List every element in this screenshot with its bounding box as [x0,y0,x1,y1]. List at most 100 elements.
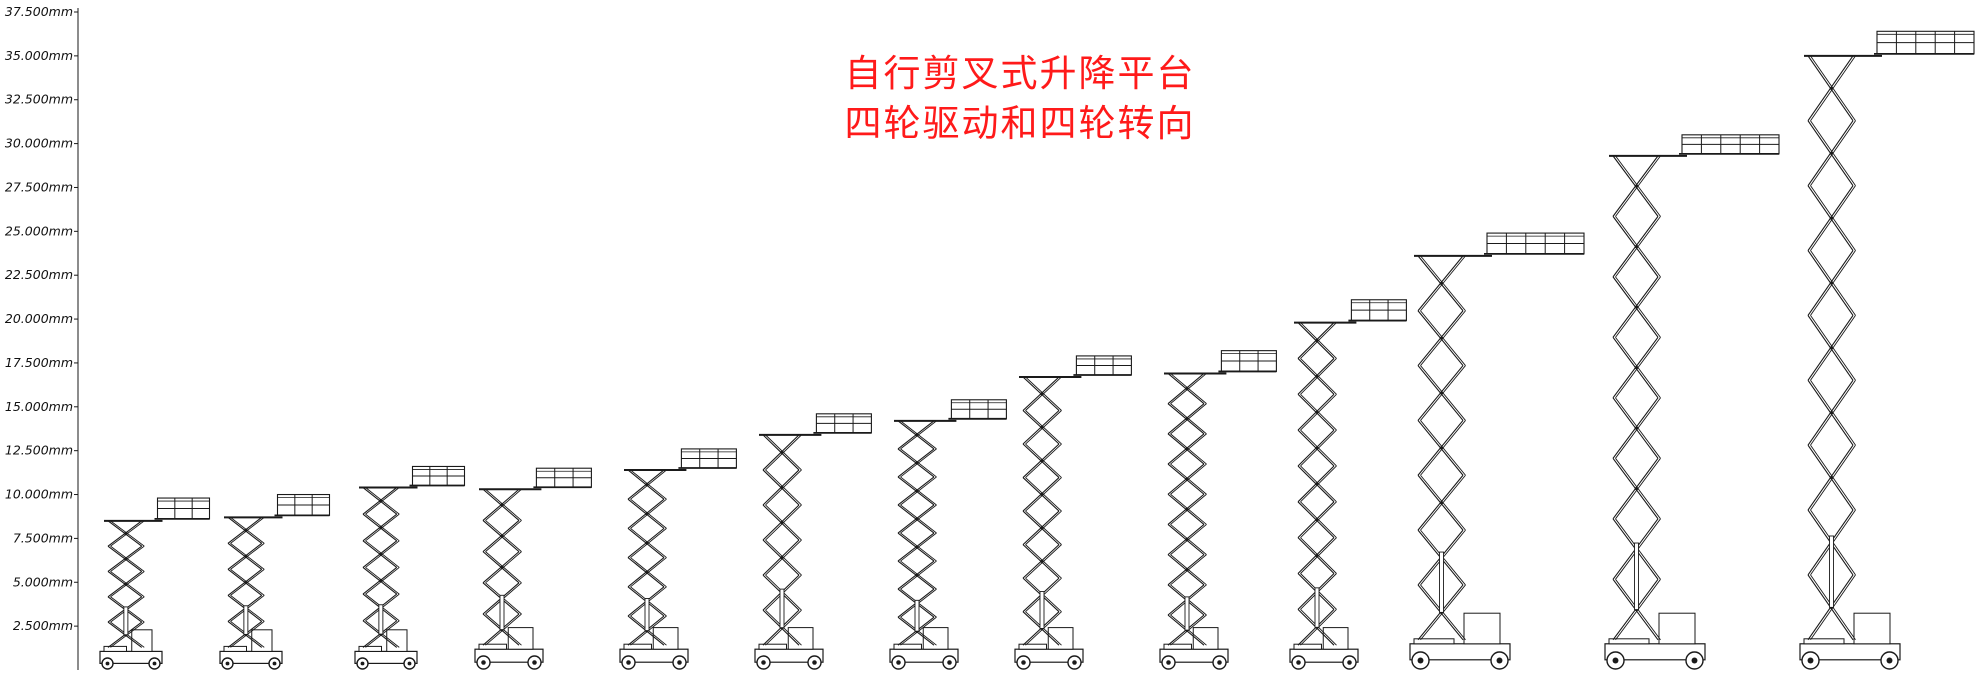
lift-cylinder [243,605,249,635]
lift-wheel-hub [1166,660,1171,665]
lift-guardrail [1681,134,1780,155]
height-axis: 2.500mm5.000mm7.500mm10.000mm12.500mm15.… [5,4,79,670]
lift-wheel-hub [272,661,277,666]
lift-wheel-hub [947,660,952,665]
scissor-pivot [1185,386,1189,391]
scissor-pivot [1040,492,1044,496]
scissor-pivot [500,503,504,507]
y-axis-tick-label: 27.500mm [5,179,73,194]
scissor-pivot [124,557,128,561]
scissor-pivot [1185,477,1189,481]
lift-cylinder [499,594,505,631]
lift-power-box [131,629,153,652]
y-axis-tick-label: 35.000mm [5,48,73,63]
lift-base-frame [1293,643,1322,650]
scissor-pivot [1439,336,1444,340]
lift-base-frame [223,645,247,652]
y-axis-tick-label: 7.500mm [13,530,73,545]
lift-base-frame [758,643,787,650]
lift-wheel-hub [1296,660,1301,665]
lift-guardrail [1350,299,1407,322]
scissor-pivot [500,565,504,569]
lift-base-frame [358,645,382,652]
scissor-pivot [500,534,504,538]
lift-base-frame [1608,638,1650,645]
scissor-lift [1159,350,1277,670]
scissor-pivot [915,433,919,437]
scissor-pivot [379,579,383,583]
lift-power-box [1322,627,1349,650]
scissor-pivot [1315,374,1319,378]
lift-base-frame [1803,638,1845,645]
scissor-pivot [379,499,383,503]
lift-wheel-hub [360,661,365,666]
scissor-pivot [645,570,649,574]
lift-wheel-hub [1217,660,1222,665]
scissor-pivot [780,450,784,455]
y-axis-tick-label: 20.000mm [5,311,73,326]
lift-power-box [922,627,949,650]
scissor-pivot [645,482,649,487]
lift-wheel-hub [812,660,817,665]
scissor-pivot [915,517,919,521]
lift-chassis [354,650,418,665]
lift-chassis [219,650,283,665]
y-axis-tick-label: 2.500mm [13,618,73,633]
lift-cylinder [1439,551,1444,613]
scissor-pivot [244,554,248,558]
scissor-lift [474,467,592,670]
lift-chassis [99,650,163,665]
scissor-pivot [1829,281,1834,285]
lift-cylinder [123,606,129,636]
scissor-pivot [244,528,248,532]
scissor-pivot [1040,459,1044,463]
diagram-title: 自行剪叉式升降平台 [844,52,1196,95]
lift-guardrail [1220,350,1277,373]
scissor-pivot [1829,216,1834,220]
lift-power-box [386,629,408,652]
scissor-pivot [1315,482,1319,486]
scissor-pivot [1439,501,1444,505]
scissor-pivot [1829,86,1834,90]
lift-guardrail [1876,30,1975,55]
scissor-pivot [1439,281,1444,285]
lift-wheel-hub [105,661,110,666]
lift-chassis [1799,643,1901,661]
lift-base-frame [893,643,922,650]
scissor-pivot [780,520,784,525]
lift-power-box [1192,627,1219,650]
lift-wheel-hub [152,661,157,666]
scissor-pivot [1634,426,1639,430]
scissor-lift [754,413,872,670]
lift-cylinder [914,599,920,632]
scissor-pivot [915,461,919,465]
lift-cylinder [644,598,650,632]
scissor-pivot [1634,305,1639,309]
scissor-lifts-group [99,30,1975,670]
scissor-pivot [1315,518,1319,522]
lift-wheel-hub [761,660,766,665]
lift-wheel-hub [1691,657,1698,664]
scissor-pivot [1439,446,1444,450]
lift-cylinder [1184,596,1190,631]
lift-power-box [1047,627,1074,650]
scissor-pivot [1040,559,1044,563]
lift-base-frame [623,643,652,650]
lift-guardrail [950,399,1007,420]
lift-power-box [1463,612,1501,645]
lift-cylinder [1314,587,1320,628]
scissor-pivot [244,580,248,584]
lift-base-frame [103,645,127,652]
lift-wheel-hub [626,660,631,665]
scissor-pivot [1829,346,1834,350]
scissor-pivot [124,531,128,536]
scissor-pivot [1634,184,1639,188]
scissor-pivot [1634,486,1639,491]
lift-base-frame [478,643,507,650]
scissor-pivot [1315,446,1319,450]
y-axis-tick-label: 10.000mm [5,487,73,502]
lift-guardrail [535,467,592,488]
scissor-pivot [1315,338,1319,343]
scissor-pivot [645,541,649,545]
